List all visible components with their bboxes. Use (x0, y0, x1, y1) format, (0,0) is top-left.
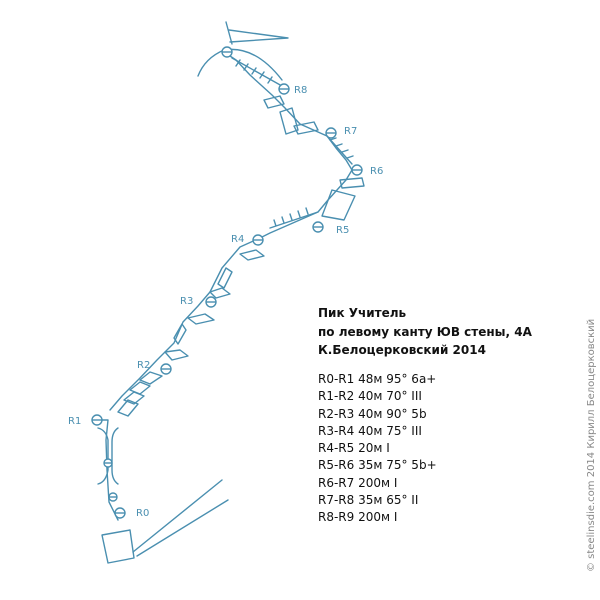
rock-slab (173, 323, 187, 345)
rock-slab (239, 249, 265, 261)
pitch-item: R4-R5 20м I (318, 441, 390, 456)
pitch-item: R3-R4 40м 75° III (318, 423, 422, 438)
belay-label-r8: R8 (294, 85, 307, 96)
belay-marker-base (108, 492, 118, 502)
title-peak: Пик Учитель (318, 306, 407, 320)
rock-slab (339, 177, 365, 189)
belay-label-r3: R3 (180, 296, 193, 307)
belay-marker-r6 (351, 164, 363, 176)
pitch-list: R0-R1 48м 95° 6a+ R1-R2 40м 70° III R2-R… (318, 371, 437, 527)
wall-hatch (231, 57, 283, 87)
rock-slab (129, 381, 151, 395)
belay-marker-r3 (205, 296, 217, 308)
belay-label-r4: R4 (231, 234, 244, 245)
belay-marker-r4 (252, 234, 264, 246)
belay-label-r2: R2 (137, 360, 150, 371)
belay-marker-r7 (325, 127, 337, 139)
rock-slab (217, 267, 233, 289)
summit-flag (225, 21, 233, 45)
rock-slab (164, 349, 189, 361)
title-route: по левому канту ЮВ стены, 4А (318, 324, 532, 339)
belay-label-r7: R7 (344, 126, 357, 137)
wall-hatch (326, 135, 354, 165)
belay-marker-summit (221, 46, 233, 58)
belay-marker-chimney (103, 458, 113, 468)
belay-marker-r5 (312, 221, 324, 233)
rock-slab (321, 189, 356, 221)
pitch-item: R6-R7 200м I (318, 475, 398, 490)
rock-slab (117, 399, 139, 417)
pitch-item: R1-R2 40м 70° III (318, 389, 422, 404)
approach-line (136, 499, 229, 557)
rock-slab (123, 391, 145, 405)
title-author: К.Белоцерковский 2014 (318, 343, 486, 357)
copyright-text: © steelinsdie.com 2014 Кирилл Белоцерков… (586, 318, 597, 572)
rock-slab (187, 313, 215, 325)
rock-slab (293, 121, 319, 135)
rock-slab (209, 287, 231, 299)
belay-label-r0: R0 (136, 508, 149, 519)
belay-marker-r1 (91, 414, 103, 426)
route-title: Пик Учитель по левому канту ЮВ стены, 4А… (318, 304, 532, 360)
belay-marker-r8 (278, 83, 290, 95)
route-line (96, 51, 353, 521)
pitch-item: R0-R1 48м 95° 6a+ (318, 372, 437, 386)
belay-label-r1: R1 (68, 416, 81, 427)
wall-hatch (269, 207, 319, 229)
belay-marker-r2 (160, 363, 172, 375)
rock-slab (101, 529, 135, 564)
rock-slab (139, 371, 163, 385)
pitch-item: R8-R9 200м I (318, 510, 398, 525)
pitch-item: R5-R6 35м 75° 5b+ (318, 458, 437, 473)
chimney (97, 427, 119, 485)
belay-label-r5: R5 (336, 225, 349, 236)
rock-slab (279, 107, 299, 135)
approach-line (132, 479, 223, 553)
summit-flag (228, 29, 289, 43)
belay-label-r6: R6 (370, 166, 383, 177)
pitch-item: R2-R3 40м 90° 5b (318, 406, 427, 421)
pitch-item: R7-R8 35м 65° II (318, 493, 419, 508)
rock-slab (263, 95, 285, 109)
belay-marker-r0 (114, 507, 126, 519)
